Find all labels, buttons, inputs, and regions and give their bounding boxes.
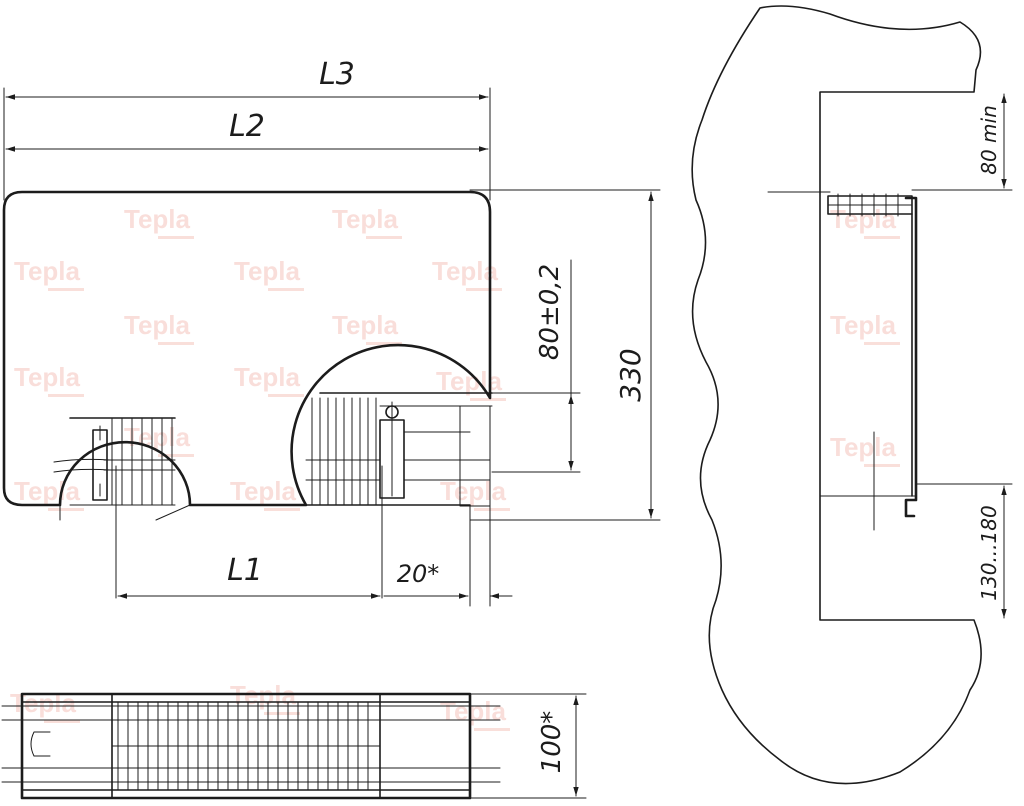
panel-outline [2,190,492,507]
watermark-underline [264,712,300,715]
watermark-underline [466,288,502,291]
right-valve-assembly [303,392,493,507]
dim-80-min: 80 min [977,105,1001,175]
side-radiator [767,191,918,531]
watermark-underline [474,728,510,731]
watermark-underline [366,236,402,239]
watermark-underline [268,288,304,291]
watermark-text: Tepla [14,362,81,392]
watermark-underline [158,342,194,345]
watermark-text: Tepla [440,476,507,506]
left-valve-assembly [53,417,176,506]
watermark-text: Tepla [124,310,191,340]
watermark-text: Tepla [230,476,297,506]
dim-l2: L2 [229,109,265,144]
top-dimensions: 100* [469,693,587,799]
watermark-underline [48,394,84,397]
watermark-underline [48,508,84,511]
watermark-underline [158,454,194,457]
watermark-underline [864,342,900,345]
watermark-underline [470,398,506,401]
watermark-text: Tepla [436,366,503,396]
front-dimensions: L3 L2 330 80±0,2 L1 20* [3,57,661,607]
watermark-text: Tepla [332,204,399,234]
wall-section [691,5,982,785]
side-dimensions: 80 min 130...180 [911,93,1013,619]
watermark-text: Tepla [10,688,77,718]
watermark-text: Tepla [14,256,81,286]
front-view [2,190,493,599]
watermark-underline [864,464,900,467]
dim-l3: L3 [319,57,355,92]
watermark-text: Tepla [830,432,897,462]
watermark-underline [44,720,80,723]
watermark-text: Tepla [14,476,81,506]
dim-130-180: 130...180 [977,505,1001,600]
watermark-underline [48,288,84,291]
watermark-text: Tepla [830,204,897,234]
watermark-underline [268,394,304,397]
watermark-underline [864,236,900,239]
watermark-text: Tepla [124,422,191,452]
watermark-underline [158,236,194,239]
watermark-underline [264,508,300,511]
top-view [1,692,501,800]
dim-100: 100* [537,711,567,774]
watermark-underline [366,342,402,345]
watermark-text: Tepla [124,204,191,234]
watermark-text: Tepla [830,310,897,340]
wall-hatching [691,5,982,785]
watermark-text: Tepla [432,256,499,286]
watermark-text: Tepla [440,696,507,726]
watermark-text: Tepla [234,362,301,392]
watermark-text: Tepla [332,310,399,340]
dim-330: 330 [614,348,647,401]
watermark-underline [474,508,510,511]
dim-l1: L1 [227,553,263,588]
watermark-text: Tepla [234,256,301,286]
dim-20: 20* [397,560,440,588]
dim-80-tolerance: 80±0,2 [535,264,565,360]
